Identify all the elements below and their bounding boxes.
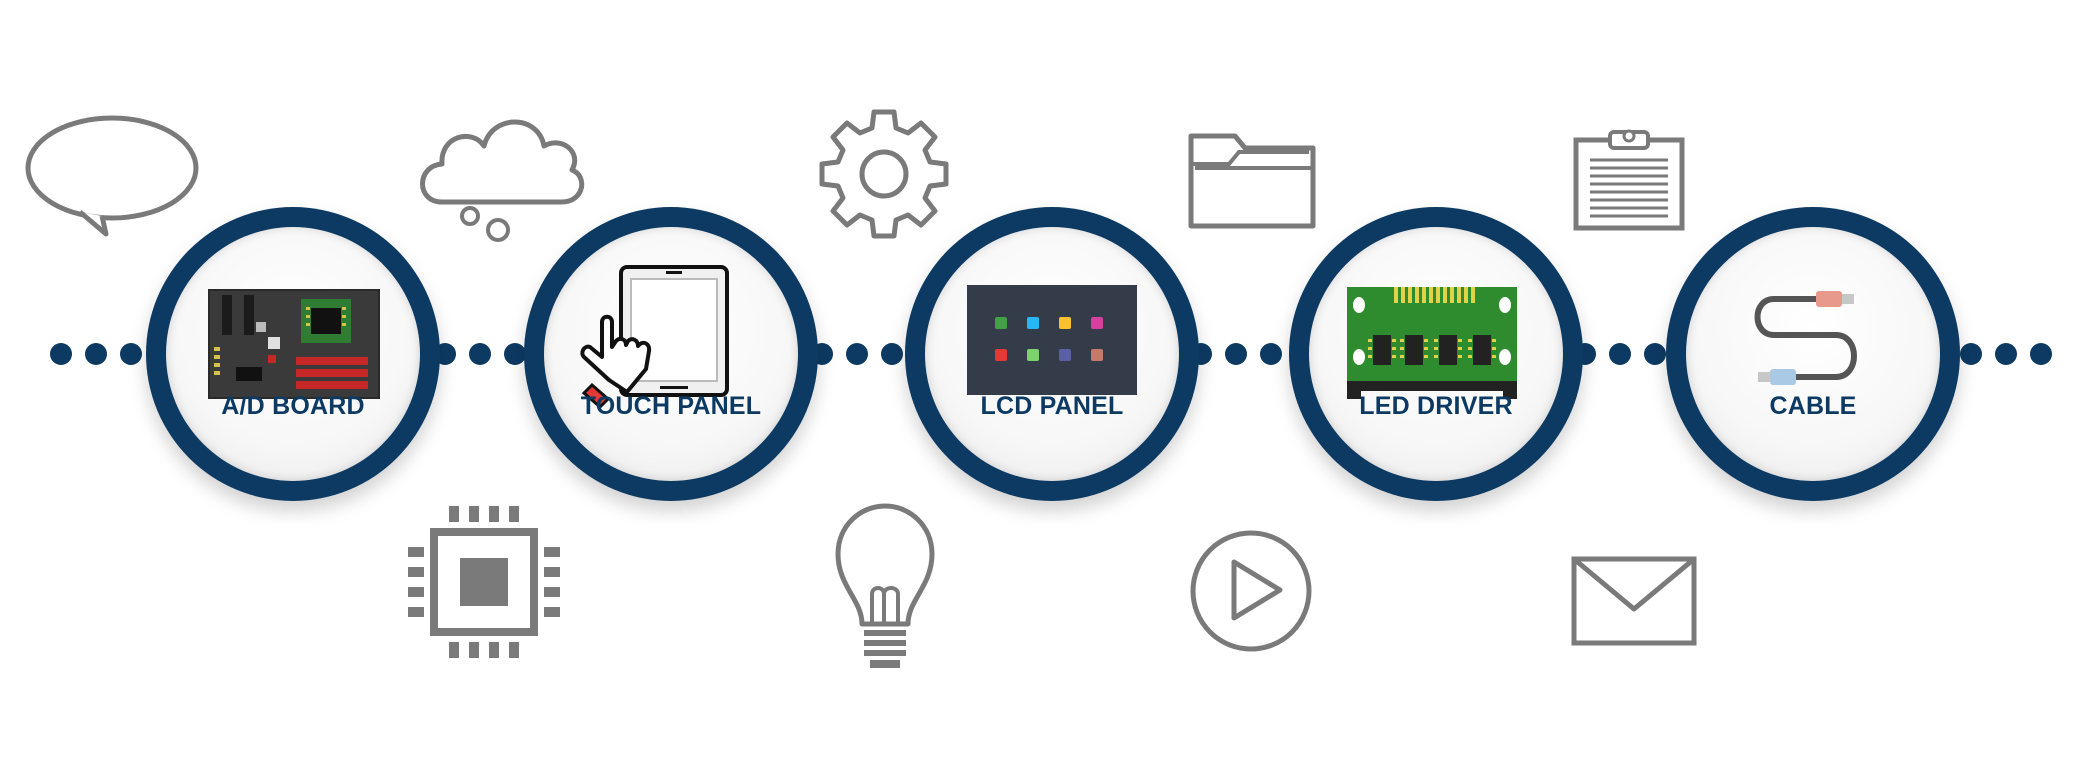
step-label: A/D BOARD	[221, 392, 365, 420]
connector-dot	[85, 343, 107, 365]
envelope-icon	[1569, 554, 1699, 648]
connector-dot	[1225, 343, 1247, 365]
step-label: TOUCH PANEL	[580, 392, 762, 420]
step-cable: CABLE	[1666, 207, 1960, 501]
tablet-touch-icon	[580, 265, 729, 410]
lightbulb-icon	[832, 500, 938, 676]
connector-dot	[1960, 343, 1982, 365]
clipboard-icon	[1570, 126, 1688, 232]
gear-icon	[816, 106, 952, 242]
connector-dot	[1644, 343, 1666, 365]
connector-dot	[469, 343, 491, 365]
ad-board-icon	[208, 289, 380, 399]
connector-dot	[504, 343, 526, 365]
microchip-icon	[404, 502, 564, 664]
connector-dot	[881, 343, 903, 365]
step-touch-panel: TOUCH PANEL	[524, 207, 818, 501]
connector-dot	[120, 343, 142, 365]
step-label: CABLE	[1769, 392, 1857, 420]
step-label: LED DRIVER	[1359, 392, 1513, 420]
play-icon	[1188, 528, 1314, 654]
step-lcd-panel: LCD PANEL	[905, 207, 1199, 501]
connector-dot	[1260, 343, 1282, 365]
step-ad-board: A/D BOARD	[146, 207, 440, 501]
cable-icon	[1754, 291, 1857, 385]
connector-dot	[846, 343, 868, 365]
connector-dot	[1609, 343, 1631, 365]
connector-dot	[1995, 343, 2017, 365]
step-led-driver: LED DRIVER	[1289, 207, 1583, 501]
folder-icon	[1185, 128, 1319, 232]
speech-bubble-icon	[22, 112, 202, 242]
connector-dot	[50, 343, 72, 365]
lcd-screen-icon	[967, 285, 1137, 395]
led-driver-board-icon	[1347, 287, 1517, 399]
step-label: LCD PANEL	[980, 392, 1124, 420]
cloud-thought-icon	[412, 106, 592, 246]
connector-dot	[2030, 343, 2052, 365]
